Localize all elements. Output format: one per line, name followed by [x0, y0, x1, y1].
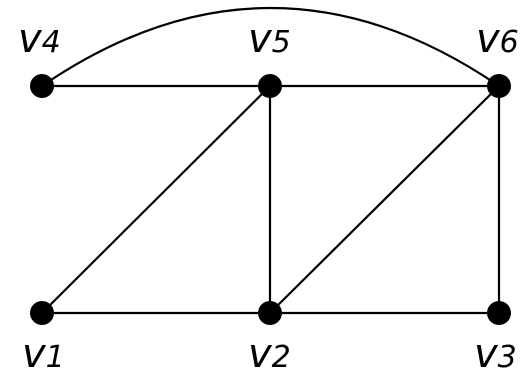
vertex-v2: [258, 301, 282, 325]
edge-v4-v6: [40, 7, 501, 88]
edge-v2-v6: [268, 84, 501, 315]
vertex-v4: [30, 74, 54, 98]
vertex-v3: [487, 301, 511, 325]
vertex-label-v1: v1: [22, 331, 65, 375]
vertex-v5: [258, 74, 282, 98]
vertex-v6: [487, 74, 511, 98]
vertex-v1: [30, 301, 54, 325]
vertex-label-v3: v3: [474, 331, 517, 375]
vertices-layer: [30, 74, 511, 325]
vertex-label-v4: v4: [18, 16, 61, 62]
edges-layer: [40, 7, 501, 315]
vertex-label-v6: v6: [476, 16, 519, 62]
vertex-label-v2: v2: [248, 331, 291, 375]
vertex-label-v5: v5: [248, 16, 291, 62]
edge-v1-v5: [40, 84, 272, 315]
labels-layer: v1 v2 v3 v4 v5 v6: [18, 16, 519, 375]
